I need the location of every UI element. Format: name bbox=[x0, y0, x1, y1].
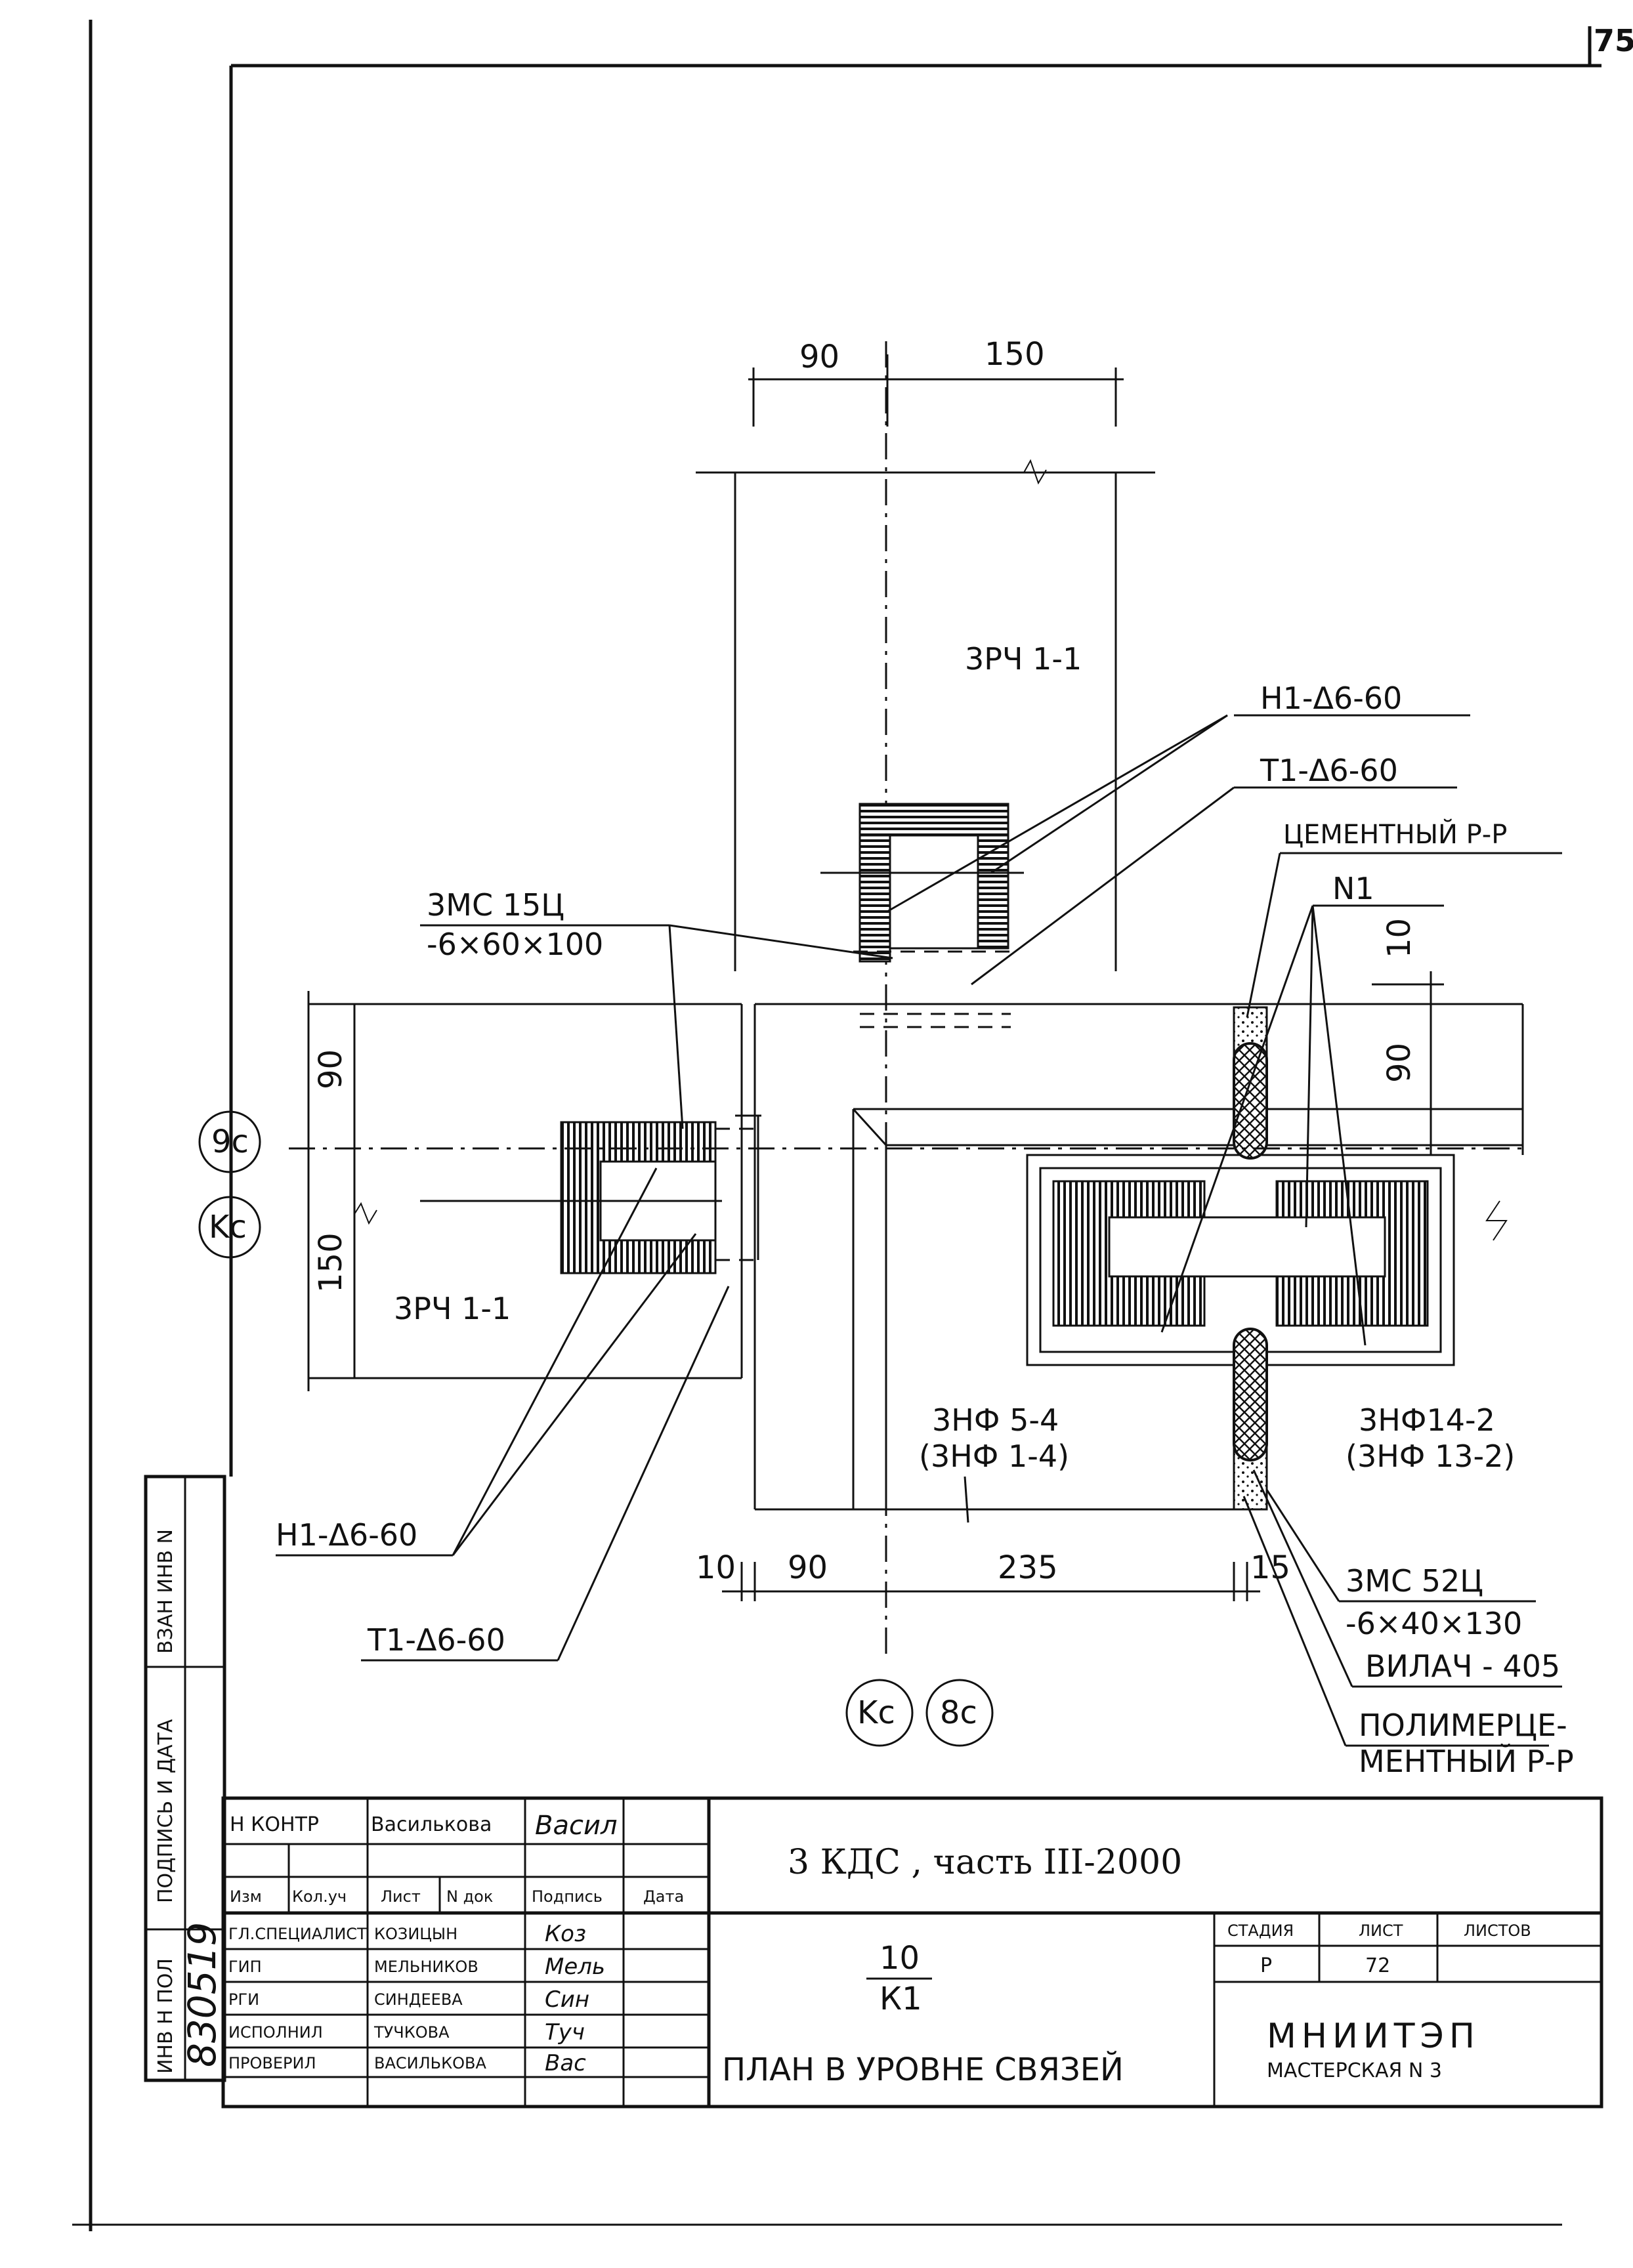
label-zmc15-a: 3МС 15Ц bbox=[427, 887, 564, 923]
tb-n-kontr-label: Н КОНТР bbox=[230, 1813, 319, 1836]
panel-top-label: 3РЧ 1-1 bbox=[965, 641, 1082, 677]
panel-left-label: 3РЧ 1-1 bbox=[394, 1291, 511, 1326]
axis-bubble-9c: 9c bbox=[198, 1110, 261, 1173]
tb-header-ndok: N док bbox=[446, 1887, 493, 1906]
tb-sig-5: Вас bbox=[545, 2050, 586, 2076]
tb-stage-value: Р bbox=[1260, 1954, 1272, 1977]
label-polymer-a: ПОЛИМЕРЦЕ- bbox=[1359, 1708, 1567, 1743]
tb-sheets-label: ЛИСТОВ bbox=[1464, 1922, 1531, 1940]
stamp-label-vzam: ВЗАН ИНВ N bbox=[154, 1529, 177, 1654]
tb-sig-1: Коз bbox=[545, 1921, 586, 1947]
label-t1-top: Т1-Δ6-60 bbox=[1260, 753, 1398, 788]
dim-top-90: 90 bbox=[799, 339, 839, 375]
dim-bottom-15: 15 bbox=[1250, 1549, 1290, 1586]
tb-role-5: ПРОВЕРИЛ bbox=[228, 2054, 316, 2072]
tb-org-sub: МАСТЕРСКАЯ N 3 bbox=[1267, 2059, 1442, 2082]
svg-text:9c: 9c bbox=[211, 1124, 249, 1160]
tb-org-name: МНИИТЭП bbox=[1267, 2017, 1480, 2056]
label-znf-right-a: 3НФ14-2 bbox=[1359, 1402, 1495, 1438]
label-zmc52-b: -6×40×130 bbox=[1346, 1606, 1522, 1641]
tb-sig-3: Син bbox=[545, 1986, 589, 2013]
label-znf-right-b: (3НФ 13-2) bbox=[1346, 1438, 1515, 1474]
axis-bubble-kc-bottom: Kc bbox=[845, 1679, 914, 1747]
plan-drawing: 90 150 3РЧ 1-1 bbox=[198, 336, 1574, 1779]
tb-stage-label: СТАДИЯ bbox=[1227, 1922, 1294, 1940]
tb-header-list: Лист bbox=[381, 1887, 421, 1906]
tb-sheet-label: ЛИСТ bbox=[1359, 1922, 1403, 1940]
axis-bubble-8c: 8c bbox=[925, 1679, 994, 1747]
page-number: 75 bbox=[1594, 23, 1633, 58]
label-t1-left: Т1-Δ6-60 bbox=[367, 1622, 505, 1658]
tb-header-podpis: Подпись bbox=[532, 1887, 603, 1906]
tb-sheet-value: 72 bbox=[1365, 1954, 1390, 1977]
dim-bottom-235: 235 bbox=[998, 1549, 1058, 1586]
svg-text:Kc: Kc bbox=[857, 1694, 895, 1731]
tb-code-top: 10 bbox=[880, 1940, 920, 1977]
dim-left-90: 90 bbox=[312, 1049, 349, 1089]
tb-role-4: ИСПОЛНИЛ bbox=[228, 2023, 323, 2042]
tb-name-4: ТУЧКОВА bbox=[373, 2023, 450, 2042]
title-block: Н КОНТР Василькова Васил Изм Кол.уч Лист… bbox=[221, 1796, 1603, 2109]
dim-right-10: 10 bbox=[1381, 918, 1418, 958]
dim-bottom-10: 10 bbox=[696, 1549, 736, 1586]
tb-project-title: 3 КДС , часть III-2000 bbox=[788, 1843, 1182, 1882]
tb-name-3: СИНДЕЕВА bbox=[374, 1990, 463, 2009]
tb-role-2: ГИП bbox=[228, 1958, 262, 1976]
label-h1-top: Н1-Δ6-60 bbox=[1260, 681, 1402, 716]
dim-top-150: 150 bbox=[985, 336, 1045, 373]
svg-text:Kc: Kc bbox=[209, 1209, 247, 1246]
tb-name-1: КОЗИЦЫН bbox=[374, 1925, 457, 1943]
dim-right-90: 90 bbox=[1381, 1043, 1418, 1083]
stamp-label-sign: ПОДПИСЬ И ДАТА bbox=[154, 1719, 177, 1903]
side-stamp: ВЗАН ИНВ N ПОДПИСЬ И ДАТА ИНВ Н ПОЛ 8305… bbox=[144, 1475, 226, 2082]
label-polymer-b: МЕНТНЫЙ Р-Р bbox=[1359, 1744, 1574, 1779]
svg-text:8c: 8c bbox=[940, 1694, 977, 1731]
tb-name-5: ВАСИЛЬКОВА bbox=[374, 2054, 487, 2072]
tb-header-kolich: Кол.уч bbox=[292, 1887, 347, 1906]
tb-sheet-title: ПЛАН В УРОВНЕ СВЯЗЕЙ bbox=[722, 2051, 1124, 2088]
axis-bubble-kc-left: Kc bbox=[198, 1196, 261, 1259]
label-vilatch: ВИЛАЧ - 405 bbox=[1365, 1648, 1560, 1684]
tb-role-3: РГИ bbox=[228, 1990, 259, 2009]
label-cement: ЦЕМЕНТНЫЙ Р-Р bbox=[1283, 818, 1507, 850]
tb-role-1: ГЛ.СПЕЦИАЛИСТ bbox=[228, 1925, 367, 1943]
label-zmc52-a: 3МС 52Ц bbox=[1346, 1563, 1483, 1599]
label-zmc15-b: -6×60×100 bbox=[427, 927, 603, 962]
tb-n-kontr-signature: Васил bbox=[535, 1811, 618, 1841]
tb-header-izm: Изм bbox=[230, 1887, 262, 1906]
label-znf-left-a: 3НФ 5-4 bbox=[932, 1402, 1059, 1438]
tb-name-2: МЕЛЬНИКОВ bbox=[374, 1958, 478, 1976]
label-n1: N1 bbox=[1332, 871, 1374, 906]
tb-header-data: Дата bbox=[643, 1887, 684, 1906]
label-znf-left-b: (3НФ 1-4) bbox=[919, 1438, 1069, 1474]
tb-sig-4: Туч bbox=[545, 2019, 585, 2046]
tb-code-bottom: К1 bbox=[880, 1981, 922, 2017]
stamp-inventory-no: 830519 bbox=[180, 1922, 224, 2067]
label-h1-left: Н1-Δ6-60 bbox=[276, 1517, 417, 1553]
dim-left-150: 150 bbox=[312, 1232, 349, 1293]
tb-n-kontr-name: Василькова bbox=[371, 1813, 492, 1836]
frame bbox=[72, 20, 1601, 2231]
dim-bottom-90: 90 bbox=[788, 1549, 828, 1586]
stamp-label-inv: ИНВ Н ПОЛ bbox=[154, 1958, 177, 2074]
tb-sig-2: Мель bbox=[545, 1954, 605, 1980]
